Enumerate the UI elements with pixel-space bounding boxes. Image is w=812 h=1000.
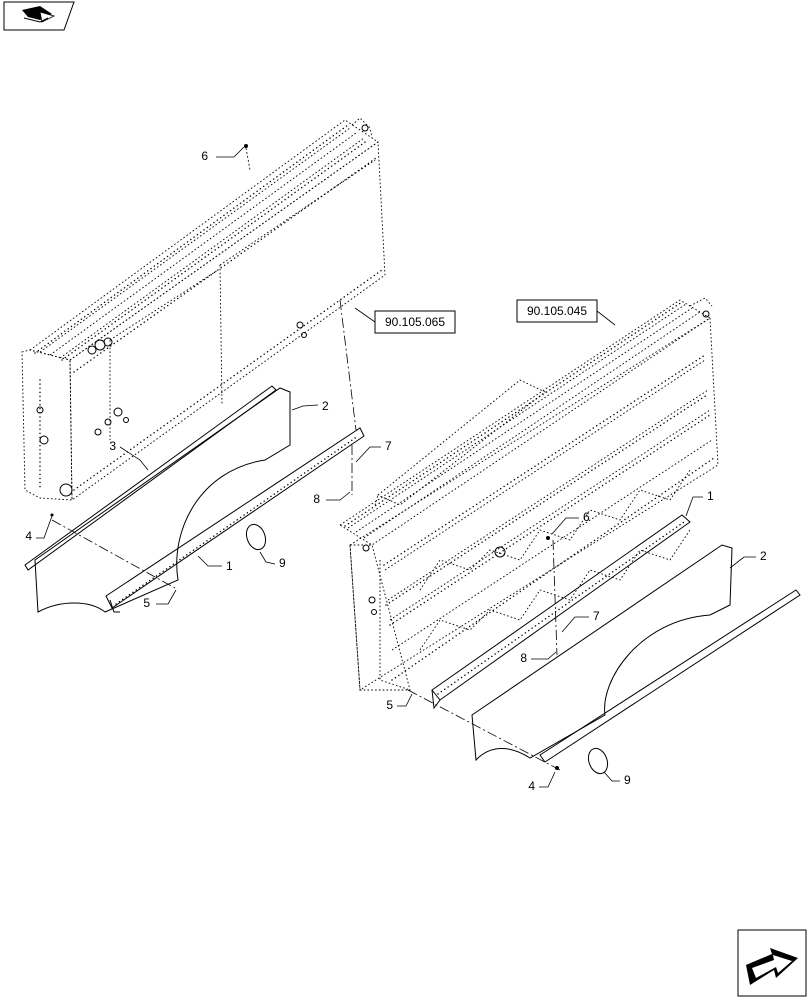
left-clip-ring <box>245 523 267 551</box>
right-mounting-bracket <box>431 514 691 710</box>
left-phantom-line <box>51 519 176 589</box>
callout-right-1: 1 <box>707 489 714 503</box>
callout-right-8: 8 <box>520 651 527 665</box>
callout-right-2: 2 <box>760 549 767 563</box>
reference-box-upper-left[interactable]: 90.105.065 <box>354 307 456 334</box>
right-clip-ring <box>587 747 609 775</box>
callout-right-7: 7 <box>593 609 600 623</box>
callout-left-3: 3 <box>109 439 116 453</box>
reference-label-upper-left: 90.105.065 <box>385 315 445 329</box>
left-cooling-box-frame <box>21 117 386 501</box>
callout-left-5: 5 <box>143 596 150 610</box>
callout-left-7: 7 <box>385 439 392 453</box>
callout-left-1: 1 <box>226 559 233 573</box>
right-phantom-line <box>407 689 561 771</box>
callout-left-2: 2 <box>322 399 329 413</box>
callout-left-8: 8 <box>313 492 320 506</box>
callout-right-9: 9 <box>624 773 631 787</box>
right-callouts: 1 6 2 7 8 5 9 4 <box>386 489 767 793</box>
right-deflector-panel <box>471 544 733 762</box>
right-seal-strip <box>539 589 801 763</box>
reference-label-right: 90.105.045 <box>527 304 587 318</box>
left-mounting-bracket <box>105 427 365 613</box>
callout-right-5: 5 <box>386 698 393 712</box>
left-phantom-vertical <box>339 299 357 431</box>
callout-left-6: 6 <box>201 149 208 163</box>
callout-right-6: 6 <box>583 510 590 524</box>
left-seal-strip <box>24 385 277 571</box>
right-phantom-vertical <box>552 539 558 656</box>
navigation-book-arrow-icon[interactable] <box>3 1 75 31</box>
callout-right-4: 4 <box>528 779 535 793</box>
reference-box-right[interactable]: 90.105.045 <box>516 299 616 326</box>
callout-left-9: 9 <box>279 556 286 570</box>
left-callouts: 6 2 3 7 8 4 1 9 5 <box>25 144 392 610</box>
next-page-arrow-icon[interactable] <box>737 929 807 997</box>
callout-left-4: 4 <box>25 529 32 543</box>
right-cooling-box-frame <box>339 297 719 691</box>
left-deflector-panel <box>34 387 291 613</box>
